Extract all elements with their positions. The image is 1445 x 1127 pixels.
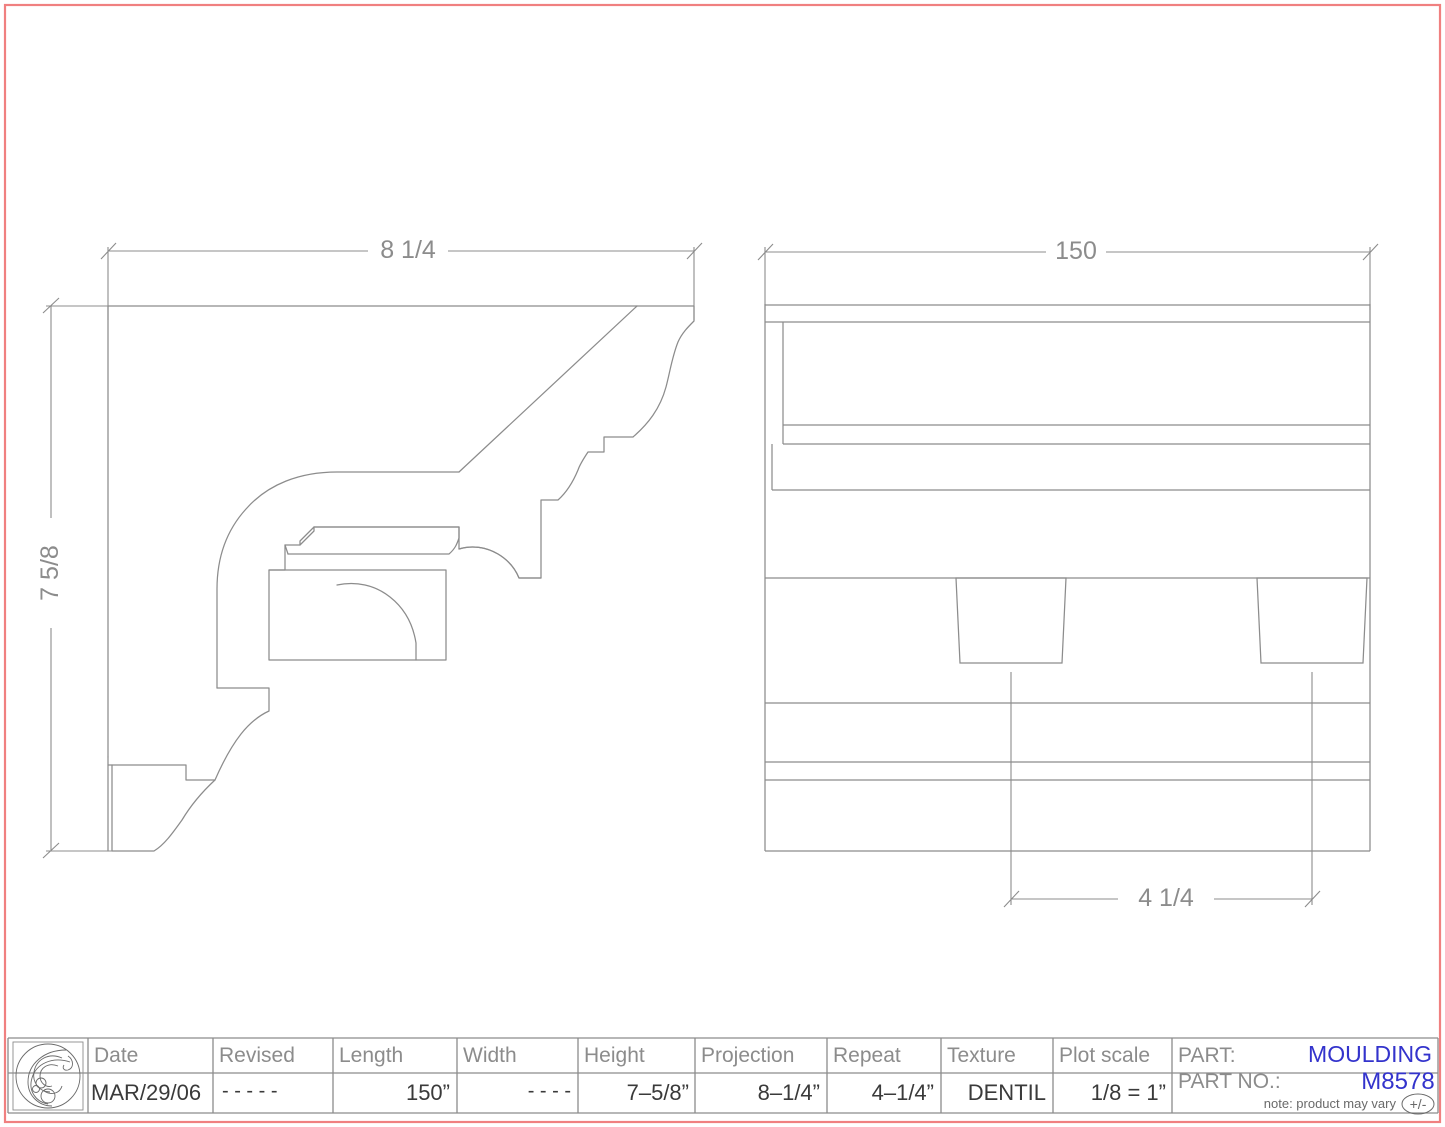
tb-header-texture: Texture: [947, 1044, 1016, 1067]
tb-value-texture: DENTIL: [968, 1080, 1046, 1105]
dim-tick-top: [42, 297, 60, 314]
dimension-projection: [100, 242, 703, 320]
tolerance-symbol-text: +/-: [1410, 1096, 1427, 1112]
profile-dentil-cap-lower: [284, 544, 289, 555]
part-note: note: product may vary: [1264, 1096, 1397, 1111]
dimension-repeat-label: 4 1/4: [1138, 884, 1194, 912]
dim-tick-right: [1362, 243, 1379, 261]
dim-tick-right: [1304, 890, 1321, 908]
dim-tick-right: [686, 242, 703, 260]
dimension-length: [757, 243, 1379, 310]
sheet-border: [3, 3, 1442, 1124]
logo-scroll-2: [30, 1059, 71, 1105]
tb-value-projection: 8–1/4”: [758, 1080, 820, 1105]
tb-header-width: Width: [463, 1044, 517, 1067]
dim-tick-left: [100, 242, 117, 260]
logo-scroll-4: [39, 1064, 59, 1087]
dim-tick-left: [757, 243, 774, 261]
profile-dentil-face-top: [268, 569, 447, 661]
logo-scroll-3: [33, 1055, 63, 1093]
tb-header-length: Length: [339, 1044, 403, 1067]
dimension-repeat: [1003, 672, 1321, 908]
logo-outer-ring: [15, 1043, 81, 1109]
tb-value-width: - - - -: [528, 1080, 571, 1102]
profile-fascia-diagonal: [458, 305, 638, 473]
tb-header-date: Date: [94, 1044, 138, 1067]
dentil-block: [955, 577, 1067, 664]
dimension-projection-label: 8 1/4: [380, 236, 436, 264]
tb-header-projection: Projection: [701, 1044, 794, 1067]
part-number-value: M8578: [1361, 1068, 1434, 1095]
tb-value-height: 7–5/8”: [627, 1080, 689, 1105]
tb-value-length: 150”: [406, 1080, 450, 1105]
profile-upper-cove: [216, 471, 460, 689]
logo-inner-arc: [43, 1085, 63, 1094]
logo-floret-a: [35, 1077, 47, 1089]
logo-floret-b: [32, 1085, 40, 1093]
moulding-section-profile: [107, 305, 695, 852]
tb-header-revised: Revised: [219, 1044, 295, 1067]
dimension-height: [42, 297, 120, 859]
profile-outline: [268, 305, 695, 661]
profile-lower-ogee: [107, 687, 270, 781]
part-value: MOULDING: [1308, 1041, 1432, 1067]
tb-header-height: Height: [584, 1044, 645, 1067]
tb-value-revised: - - - - -: [222, 1080, 278, 1102]
tb-header-plot-scale: Plot scale: [1059, 1044, 1150, 1067]
tolerance-symbol: +/-: [1401, 1093, 1435, 1115]
title-block: Date Revised Length Width Height Project…: [7, 1037, 1439, 1115]
logo-scroll-1: [27, 1049, 67, 1107]
dim-tick-bottom: [42, 842, 60, 859]
tb-value-date: MAR/29/06: [91, 1080, 201, 1105]
profile-dentil-cap-mid: [299, 526, 315, 546]
logo-floret-c: [40, 1088, 56, 1104]
dim-tick-left: [1003, 890, 1020, 908]
tb-value-plot-scale: 1/8 = 1”: [1091, 1080, 1166, 1105]
logo-curl-tip: [62, 1055, 73, 1071]
logo-frame: [12, 1041, 84, 1111]
profile-dentil-return: [458, 546, 542, 579]
dimension-height-label: 7 5/8: [36, 545, 64, 601]
profile-dentil-cap-band: [287, 526, 460, 555]
dimension-length-label: 150: [1055, 237, 1097, 265]
part-number-label: PART NO.:: [1178, 1070, 1281, 1093]
ornate-scroll-logo: [12, 1041, 84, 1111]
tb-value-repeat: 4–1/4”: [872, 1080, 934, 1105]
tb-header-repeat: Repeat: [833, 1044, 901, 1067]
moulding-front-elevation: [764, 304, 1371, 852]
profile-bottom-tail: [111, 764, 216, 852]
dentil-block: [1256, 577, 1368, 664]
part-label: PART:: [1178, 1044, 1236, 1067]
